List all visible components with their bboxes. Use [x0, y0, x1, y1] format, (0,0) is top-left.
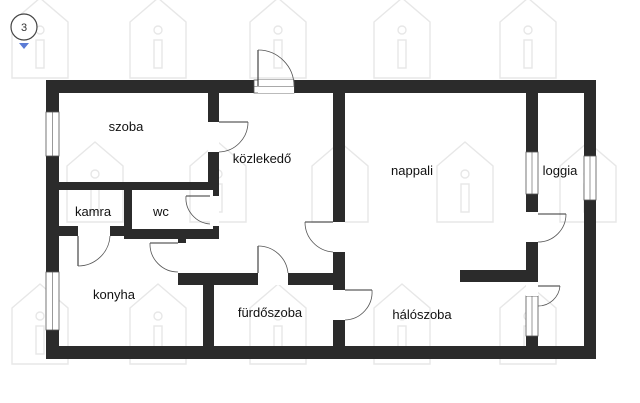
- walls: [46, 80, 596, 359]
- doors: [77, 49, 567, 321]
- room-label-furdoszoba: fürdőszoba: [238, 305, 303, 320]
- watermark-house-icon: [129, 0, 187, 79]
- wall-nappali-bottom: [460, 270, 534, 282]
- watermark-house-icon: [499, 0, 557, 79]
- room-label-nappali: nappali: [391, 163, 433, 178]
- wall-kamra-right: [124, 190, 132, 238]
- room-label-wc: wc: [152, 204, 169, 219]
- wall-wc-bottom: [124, 229, 219, 239]
- wall-nappali-left: [333, 93, 345, 346]
- room-label-szoba: szoba: [109, 119, 144, 134]
- outer-wall-right: [584, 80, 596, 359]
- outer-wall-top: [46, 80, 596, 93]
- room-label-kozlekedo: közlekedő: [233, 151, 292, 166]
- wall-bath-left: [203, 285, 214, 346]
- floor-badge-arrow: [19, 43, 29, 49]
- outer-wall-bottom: [46, 346, 596, 359]
- room-label-haloszoba: hálószoba: [392, 307, 452, 322]
- floor-badge[interactable]: 3: [10, 13, 38, 49]
- room-label-loggia: loggia: [543, 163, 578, 178]
- watermark-house-icon: [373, 0, 431, 79]
- wall-szoba-bottom: [59, 182, 219, 190]
- room-labels: szoba közlekedő kamra wc nappali loggia …: [75, 119, 578, 322]
- room-label-konyha: konyha: [93, 287, 136, 302]
- room-label-kamra: kamra: [75, 204, 112, 219]
- floor-level-icon[interactable]: [10, 13, 38, 41]
- watermark-house-icon: [436, 141, 494, 223]
- floor-badge-label: 3: [21, 22, 27, 34]
